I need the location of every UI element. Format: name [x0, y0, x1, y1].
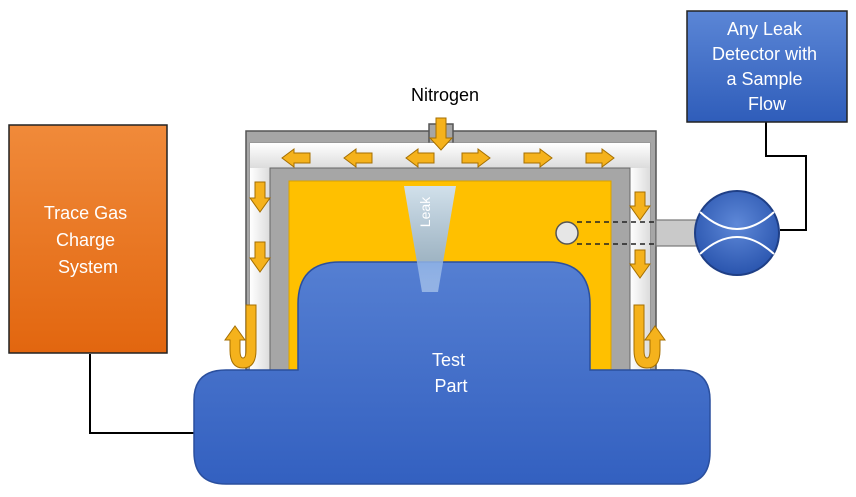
leak-label: Leak	[417, 196, 433, 227]
sample-probe	[555, 221, 579, 245]
leak-plume	[404, 186, 456, 292]
leak-detector-label: Any Leak Detector with a Sample Flow	[712, 19, 822, 114]
detector-line	[765, 122, 807, 231]
flow-meter-icon	[694, 190, 780, 276]
sample-pipe	[655, 219, 702, 247]
test-part-label: Test Part	[432, 350, 470, 396]
leak-detector-box	[686, 10, 848, 123]
trace-gas-line	[89, 354, 196, 434]
nitrogen-label: Nitrogen	[411, 85, 479, 105]
test-part	[193, 261, 711, 485]
flow-arrows	[224, 117, 666, 369]
trace-gas-label: Trace Gas Charge System	[44, 203, 132, 277]
trace-gas-box	[8, 124, 168, 354]
